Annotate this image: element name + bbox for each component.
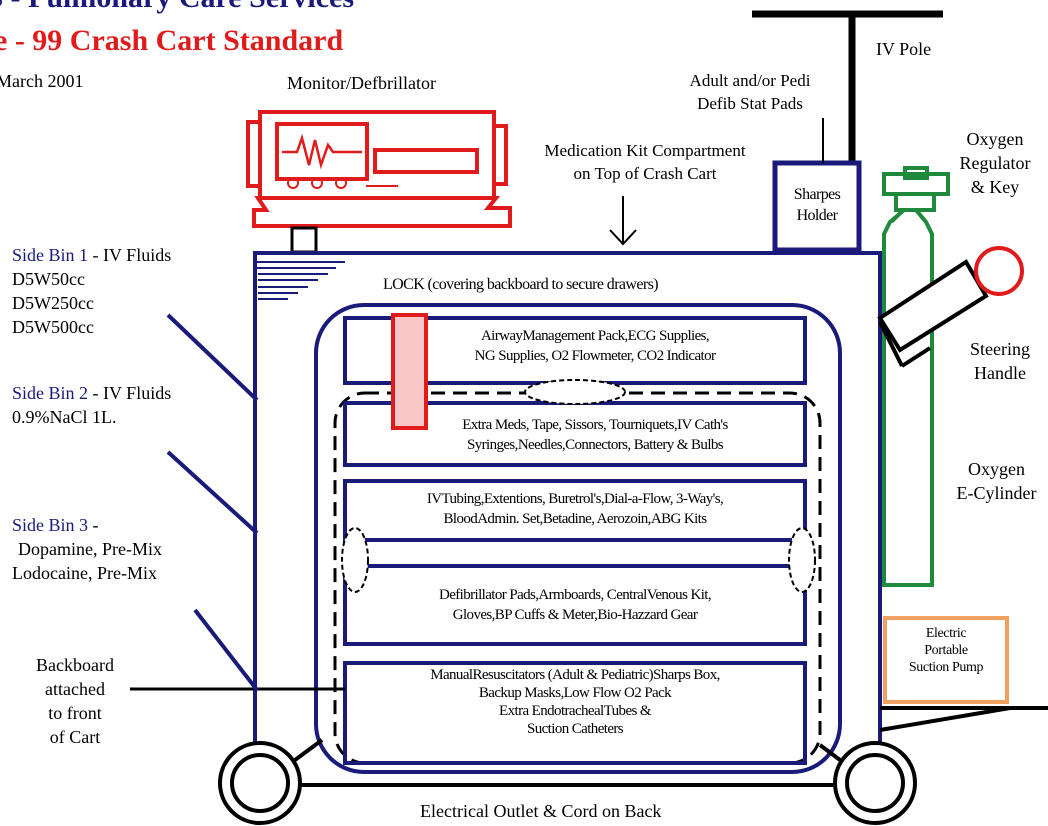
oxygen-regulator-line-1: Oxygen [966, 129, 1024, 149]
med-kit-label: Medication Kit Compartment on Top of Cra… [505, 140, 785, 185]
med-kit-line-2: on Top of Crash Cart [573, 163, 717, 183]
sharps-holder-line-1: Sharpes [793, 186, 841, 203]
drawer-1-line-1: AirwayManagement Pack,ECG Supplies, [480, 328, 710, 344]
defib-pads-line-1: Adult and/or Pedi [689, 71, 811, 90]
drawer-3-upper-line-2: BloodAdmin. Set,Betadine, Aerozoin,ABG K… [443, 510, 708, 527]
side-bin-1: Side Bin 1 - IV Fluids D5W50cc D5W250cc … [12, 244, 171, 340]
side-bin-2-item: 0.9%NaCl 1L. [12, 406, 117, 427]
drawer-3-lower-label: Defibrillator Pads,Armboards, CentralVen… [345, 586, 805, 626]
backboard-line-3: to front [48, 702, 102, 723]
side-bin-1-heading: Side Bin 1 - IV Fluids [12, 244, 171, 268]
steering-handle-line-1: Steering [970, 339, 1030, 359]
wheel-axles [293, 738, 842, 762]
header-subtitle: e - 99 Crash Cart Standard [0, 24, 344, 57]
side-bin-3-heading: Side Bin 3 - [12, 514, 162, 538]
sharps-holder-label: Sharpes Holder [777, 184, 857, 227]
drawer-1-label: AirwayManagement Pack,ECG Supplies, NG S… [345, 327, 805, 367]
side-bin-pointers [166, 313, 259, 692]
oxygen-cylinder-label: Oxygen E-Cylinder [945, 458, 1048, 506]
lock-bar [391, 313, 428, 430]
suction-pump-line-3: Suction Pump [908, 659, 984, 675]
drawer-2-label: Extra Meds, Tape, Sissors, Tourniquets,I… [345, 416, 805, 456]
oxygen-regulator-line-3: & Key [970, 176, 1020, 197]
oxygen-regulator-label: Oxygen Regulator & Key [945, 128, 1045, 200]
backboard-line-2: attached [45, 678, 105, 699]
suction-pump-box [883, 616, 1009, 704]
wheels [218, 741, 917, 825]
suction-pump-label: Electric Portable Suction Pump [887, 626, 1005, 676]
suction-pump-line-2: Portable [924, 642, 968, 658]
med-kit-line-1: Medication Kit Compartment [544, 141, 746, 160]
backboard-line-4: of Cart [49, 726, 101, 747]
drawer-4-label: ManualResuscitators (Adult & Pediatric)S… [345, 666, 805, 738]
suction-pump-line-1: Electric [925, 626, 967, 641]
drawer-4-line-4: Suction Catheters [526, 721, 624, 737]
sharps-holder-box [772, 160, 862, 253]
defib-pads-label: Adult and/or Pedi Defib Stat Pads [660, 70, 840, 115]
defib-pads-line-2: Defib Stat Pads [697, 93, 803, 113]
drawer-4-line-3: Extra EndotrachealTubes & [499, 703, 652, 719]
backboard-frame [314, 303, 842, 774]
header-date: March 2001 [0, 71, 84, 91]
drawer-3-lower-line-1: Defibrillator Pads,Armboards, CentralVen… [439, 587, 712, 603]
side-bin-2: Side Bin 2 - IV Fluids 0.9%NaCl 1L. [12, 382, 171, 430]
monitor-defibrillator [246, 110, 512, 228]
side-bin-2-suffix: - IV Fluids [88, 383, 172, 403]
drawer-3-upper-label: IVTubing,Extentions, Buretrol's,Dial-a-F… [345, 490, 805, 530]
drawer-4-line-2: Backup Masks,Low Flow O2 Pack [478, 685, 672, 701]
backboard-line-1: Backboard [36, 655, 114, 675]
oxygen-cylinder-line-1: Oxygen [968, 459, 1025, 479]
drawer-3-lower-line-2: Gloves,BP Cuffs & Meter,Bio-Hazzard Gear [452, 606, 698, 623]
drawer-2-line-2: Syringes,Needles,Connectors, Battery & B… [466, 436, 724, 453]
drawer-4-line-1: ManualResuscitators (Adult & Pediatric)S… [430, 667, 720, 683]
sharps-holder-line-2: Holder [796, 207, 838, 225]
oxygen-cylinder-line-2: E-Cylinder [956, 482, 1037, 503]
iv-pole [752, 10, 943, 165]
drawer-handles [341, 379, 816, 593]
side-bin-3-item: Lodocaine, Pre-Mix [12, 562, 157, 583]
side-bin-3-item: Dopamine, Pre-Mix [18, 538, 162, 559]
cart-bottom-frame [255, 706, 1048, 787]
side-bin-slats [255, 261, 345, 300]
med-kit-arrow [609, 196, 637, 246]
drawer-1-line-2: NG Supplies, O2 Flowmeter, CO2 Indicator [474, 347, 716, 364]
drawer-2-line-1: Extra Meds, Tape, Sissors, Tourniquets,I… [462, 417, 728, 433]
side-bin-2-title: Side Bin 2 [12, 383, 89, 403]
lock-label: LOCK (covering backboard to secure drawe… [383, 276, 659, 293]
side-bin-3: Side Bin 3 - Dopamine, Pre-Mix Lodocaine… [12, 514, 162, 586]
backboard-label: Backboard attached to front of Cart [10, 654, 140, 750]
drawer-3-upper-line-1: IVTubing,Extentions, Buretrol's,Dial-a-F… [426, 491, 724, 507]
side-bin-1-item: D5W50cc [12, 268, 85, 289]
drawer-4 [343, 661, 807, 765]
header-title: 3 - Pulmonary Care Services [0, 0, 354, 13]
side-bin-3-title: Side Bin 3 [12, 515, 89, 535]
electrical-outlet-label: Electrical Outlet & Cord on Back [420, 801, 662, 821]
side-bin-1-item: D5W250cc [12, 292, 94, 313]
oxygen-cylinder [882, 166, 950, 587]
steering-handle [877, 246, 1024, 368]
monitor-mount [290, 226, 318, 254]
iv-pole-label: IV Pole [876, 39, 932, 59]
steering-handle-label: Steering Handle [955, 338, 1045, 386]
side-bin-1-suffix: - IV Fluids [88, 245, 172, 265]
steering-handle-line-2: Handle [974, 362, 1026, 383]
side-bin-1-item: D5W500cc [12, 316, 94, 337]
drawer-3-divider [358, 538, 792, 568]
side-bin-3-suffix: - [88, 515, 99, 535]
side-bin-1-title: Side Bin 1 [12, 245, 89, 265]
oxygen-regulator-line-2: Regulator [959, 152, 1031, 173]
side-bin-2-heading: Side Bin 2 - IV Fluids [12, 382, 171, 406]
monitor-label: Monitor/Defbrillator [287, 73, 436, 93]
